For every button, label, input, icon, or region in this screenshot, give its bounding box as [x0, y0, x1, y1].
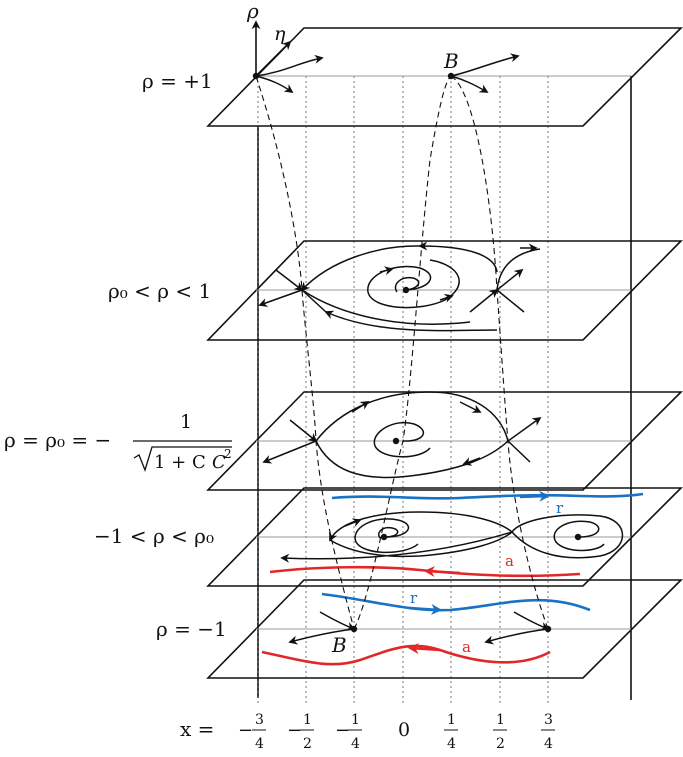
- tick-num: 1: [351, 712, 360, 728]
- attracting-arrow-upper: [423, 566, 461, 578]
- plane-rho0-to-one: [206, 240, 683, 341]
- attracting-label-upper: a: [505, 552, 514, 570]
- attracting-branch-lower: [261, 644, 551, 666]
- center-point-rho0: [392, 437, 400, 445]
- point-B-bottom-label: B: [331, 633, 347, 657]
- frame-lines: [257, 76, 632, 700]
- eta-axis-label: η: [274, 23, 286, 45]
- tick-num: 3: [544, 712, 553, 728]
- tick-num: 1: [303, 712, 312, 728]
- repelling-branch-lower: [321, 592, 591, 612]
- tick-num: 3: [255, 712, 264, 728]
- repelling-branch-upper: [331, 492, 644, 500]
- label-minus-one-to-rho0: −1 < ρ < ρ₀: [94, 524, 214, 548]
- rho-axis-label: ρ: [246, 0, 259, 23]
- point-B-top-label: B: [443, 49, 459, 73]
- tick-den: 2: [496, 736, 505, 752]
- tick-num: 1: [447, 712, 456, 728]
- tick-sign: −: [335, 720, 350, 741]
- svg-text:C: C: [212, 452, 226, 473]
- tick-sign: −: [287, 720, 302, 741]
- attracting-arrow-lower: [407, 643, 441, 655]
- label-rho-eq-rho0-left: ρ = ρ₀ = −: [4, 428, 111, 452]
- repelling-label-upper: r: [556, 499, 564, 517]
- plane-labels: ρ = +1 ρ₀ < ρ < 1 ρ = ρ₀ = − 1 1 + C C 2…: [4, 69, 232, 641]
- plane-minus-one-to-rho0: [206, 487, 683, 587]
- label-rho-plus-one: ρ = +1: [142, 69, 213, 93]
- repelling-label-lower: r: [410, 589, 418, 607]
- x-axis-labels: x = − 3 4 − 1 2 − 1 4 0 1 4 1 2 3 4: [180, 712, 555, 752]
- tick-den: 4: [255, 736, 264, 752]
- focus-left: [380, 533, 388, 541]
- tick-den: 4: [544, 736, 553, 752]
- plane-rho-eq-rho0: [206, 391, 683, 491]
- tick-sign: −: [238, 720, 253, 741]
- connecting-curves: [255, 75, 549, 630]
- focus-right: [574, 533, 582, 541]
- tick-num: 1: [496, 712, 505, 728]
- tick-den: 2: [303, 736, 312, 752]
- label-rho0-to-one: ρ₀ < ρ < 1: [108, 279, 211, 303]
- x-axis-prefix: x =: [180, 717, 214, 741]
- label-rho0-frac-exp: 2: [224, 447, 232, 461]
- label-rho-minus-one: ρ = −1: [156, 617, 227, 641]
- tick-zero: 0: [398, 719, 410, 741]
- label-rho0-frac-num: 1: [180, 411, 192, 433]
- tick-den: 4: [351, 736, 360, 752]
- repelling-arrow-upper: [519, 490, 551, 502]
- label-rho0-frac-den: 1 + C: [154, 452, 206, 473]
- center-point: [402, 286, 410, 294]
- equilibrium-point-bottom-right: [544, 625, 552, 633]
- repelling-arrow-lower: [409, 603, 443, 615]
- plane-rho-minus-one: [206, 579, 683, 679]
- tick-den: 4: [447, 736, 456, 752]
- attracting-branch-upper: [269, 565, 581, 578]
- attracting-label-lower: a: [462, 638, 471, 656]
